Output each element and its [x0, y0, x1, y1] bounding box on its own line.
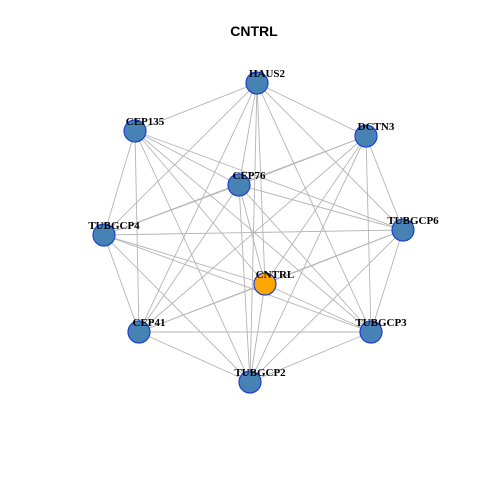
edge-cep76-tubgcp4 — [103, 184, 240, 236]
node-circle-dctn3 — [354, 124, 378, 148]
node-label-cep135: CEP135 — [126, 116, 165, 128]
node-circle-cep135 — [123, 119, 147, 143]
node-haus2: HAUS2 — [245, 68, 286, 95]
edge-cep135-cntrl — [134, 130, 266, 285]
edge-tubgcp4-tubgcp6 — [103, 229, 404, 236]
node-tubgcp2: TUBGCP2 — [234, 367, 286, 394]
edge-tubgcp6-tubgcp3 — [370, 229, 404, 333]
edge-dctn3-tubgcp3 — [365, 135, 372, 333]
edge-cep76-tubgcp6 — [238, 184, 404, 231]
edge-cntrl-tubgcp2 — [249, 283, 266, 383]
node-cep41: CEP41 — [127, 317, 166, 344]
node-circle-cntrl — [253, 272, 277, 296]
edge-dctn3-cep41 — [138, 135, 367, 333]
node-cep135: CEP135 — [123, 116, 165, 143]
edge-haus2-tubgcp4 — [103, 82, 258, 236]
node-circle-tubgcp6 — [391, 218, 415, 242]
node-tubgcp4: TUBGCP4 — [88, 220, 140, 247]
node-circle-cep76 — [227, 173, 251, 197]
edge-cep76-tubgcp3 — [238, 184, 372, 333]
node-label-cntrl: CNTRL — [256, 269, 295, 281]
edge-cep41-tubgcp2 — [138, 331, 251, 383]
node-label-tubgcp4: TUBGCP4 — [88, 220, 140, 232]
node-circle-haus2 — [245, 71, 269, 95]
edge-cep135-tubgcp3 — [134, 130, 372, 333]
node-cep76: CEP76 — [227, 170, 267, 197]
edge-tubgcp3-tubgcp2 — [249, 331, 372, 383]
node-label-haus2: HAUS2 — [249, 68, 286, 80]
edge-haus2-tubgcp3 — [256, 82, 372, 333]
diagram-title: CNTRL — [230, 23, 278, 39]
edge-cep135-tubgcp2 — [134, 130, 251, 383]
edge-tubgcp4-cep41 — [103, 234, 140, 333]
edge-tubgcp6-tubgcp2 — [249, 229, 404, 383]
edge-haus2-dctn3 — [256, 82, 367, 137]
node-label-tubgcp2: TUBGCP2 — [234, 367, 286, 379]
edge-cep76-tubgcp2 — [238, 184, 251, 383]
node-circle-tubgcp3 — [359, 320, 383, 344]
edge-cep76-cntrl — [238, 184, 266, 285]
edge-tubgcp4-cntrl — [103, 234, 266, 285]
edge-cntrl-cep41 — [138, 283, 266, 333]
edge-haus2-tubgcp6 — [256, 82, 404, 231]
node-circle-tubgcp2 — [238, 370, 262, 394]
node-label-tubgcp3: TUBGCP3 — [355, 317, 407, 329]
edge-haus2-cep76 — [238, 82, 258, 186]
node-cntrl: CNTRL — [253, 269, 295, 296]
node-label-dctn3: DCTN3 — [358, 121, 395, 133]
edge-cep135-cep41 — [134, 130, 140, 333]
edge-tubgcp4-tubgcp3 — [103, 234, 372, 333]
node-tubgcp3: TUBGCP3 — [355, 317, 407, 344]
node-dctn3: DCTN3 — [354, 121, 395, 148]
edge-haus2-cep135 — [134, 82, 258, 132]
edge-dctn3-cntrl — [264, 135, 367, 285]
node-label-tubgcp6: TUBGCP6 — [387, 215, 439, 227]
edge-cep135-tubgcp6 — [134, 130, 404, 231]
node-label-cep41: CEP41 — [133, 317, 166, 329]
edge-dctn3-tubgcp6 — [365, 135, 404, 231]
node-circle-cep41 — [127, 320, 151, 344]
edge-tubgcp4-tubgcp2 — [103, 234, 251, 383]
edge-cep76-cep41 — [138, 184, 240, 333]
edge-cntrl-tubgcp3 — [264, 283, 372, 333]
node-circle-tubgcp4 — [92, 223, 116, 247]
edge-cep135-cep76 — [134, 130, 240, 186]
edge-haus2-cntrl — [256, 82, 266, 285]
edge-cep135-tubgcp4 — [103, 130, 136, 236]
node-label-cep76: CEP76 — [233, 170, 267, 182]
edge-dctn3-tubgcp2 — [249, 135, 367, 383]
node-tubgcp6: TUBGCP6 — [387, 215, 439, 242]
